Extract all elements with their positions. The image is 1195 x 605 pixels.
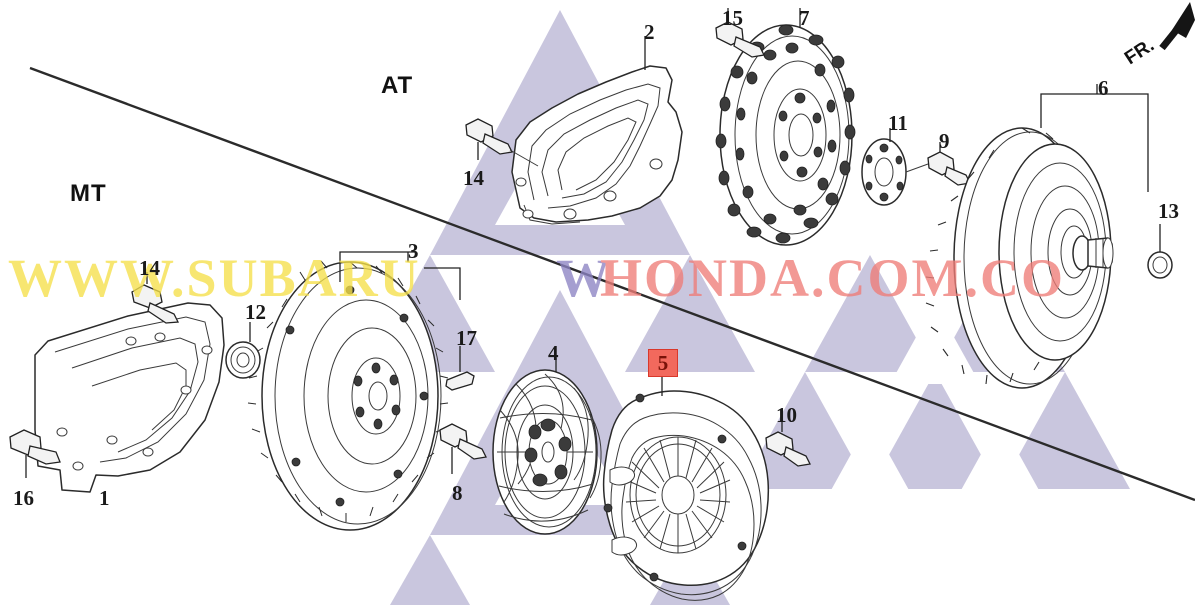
- part-pressure-plate: [602, 376, 770, 601]
- callout-8: 8: [452, 481, 463, 505]
- mode-label-at: AT: [381, 72, 414, 99]
- part-drive-plate-bolt-15: [715, 8, 765, 58]
- callout-17: 17: [456, 326, 477, 350]
- fr-direction-arrow: [1159, 2, 1195, 51]
- part-clutch-disc: [492, 358, 602, 535]
- part-pressure-plate-bolt: [765, 420, 811, 467]
- part-mt-cover-bolt-lower: [9, 429, 61, 478]
- part-drive-plate-bolt-9: [905, 142, 971, 186]
- callout-3: 3: [408, 239, 419, 263]
- part-drive-plate-spacer: [861, 128, 907, 206]
- part-mt-cover: [34, 302, 225, 493]
- callout-4: 4: [548, 341, 559, 365]
- callout-9: 9: [939, 129, 950, 153]
- callout-14-at: 14: [463, 166, 484, 190]
- mode-label-mt: MT: [70, 180, 107, 207]
- part-flywheel-dowel-pin: [424, 267, 475, 391]
- watermark-segment-w: W: [556, 248, 612, 308]
- fr-direction-label: FR.: [1121, 34, 1159, 70]
- callout-11: 11: [888, 111, 908, 135]
- watermark-segment-subaru: WWW.SUBARU: [8, 248, 421, 308]
- part-mt-cover-bolt-upper: [131, 272, 180, 324]
- callout-2: 2: [644, 20, 655, 44]
- callout-16: 16: [13, 486, 34, 510]
- part-drive-plate: [715, 8, 856, 246]
- part-flywheel-bolt: [439, 423, 487, 474]
- highlighted-part-badge[interactable]: 5: [648, 349, 678, 377]
- callout-12: 12: [245, 300, 266, 324]
- callout-13: 13: [1158, 199, 1179, 223]
- callout-1: 1: [99, 486, 110, 510]
- callout-6: 6: [1098, 76, 1109, 100]
- part-torque-converter-seal: [1147, 224, 1173, 279]
- mt-at-divider: [29, 66, 1195, 502]
- part-flywheel: [247, 251, 449, 531]
- callout-7: 7: [799, 6, 810, 30]
- watermark-segment-honda: HONDA.COM.CO: [600, 248, 1065, 308]
- part-torque-converter: [925, 84, 1149, 389]
- part-at-cover-bolt: [465, 118, 539, 167]
- callout-14-mt: 14: [139, 256, 160, 280]
- part-pilot-bearing: [225, 322, 261, 379]
- part-at-cover: [511, 36, 683, 225]
- callout-10: 10: [776, 403, 797, 427]
- callout-15: 15: [722, 6, 743, 30]
